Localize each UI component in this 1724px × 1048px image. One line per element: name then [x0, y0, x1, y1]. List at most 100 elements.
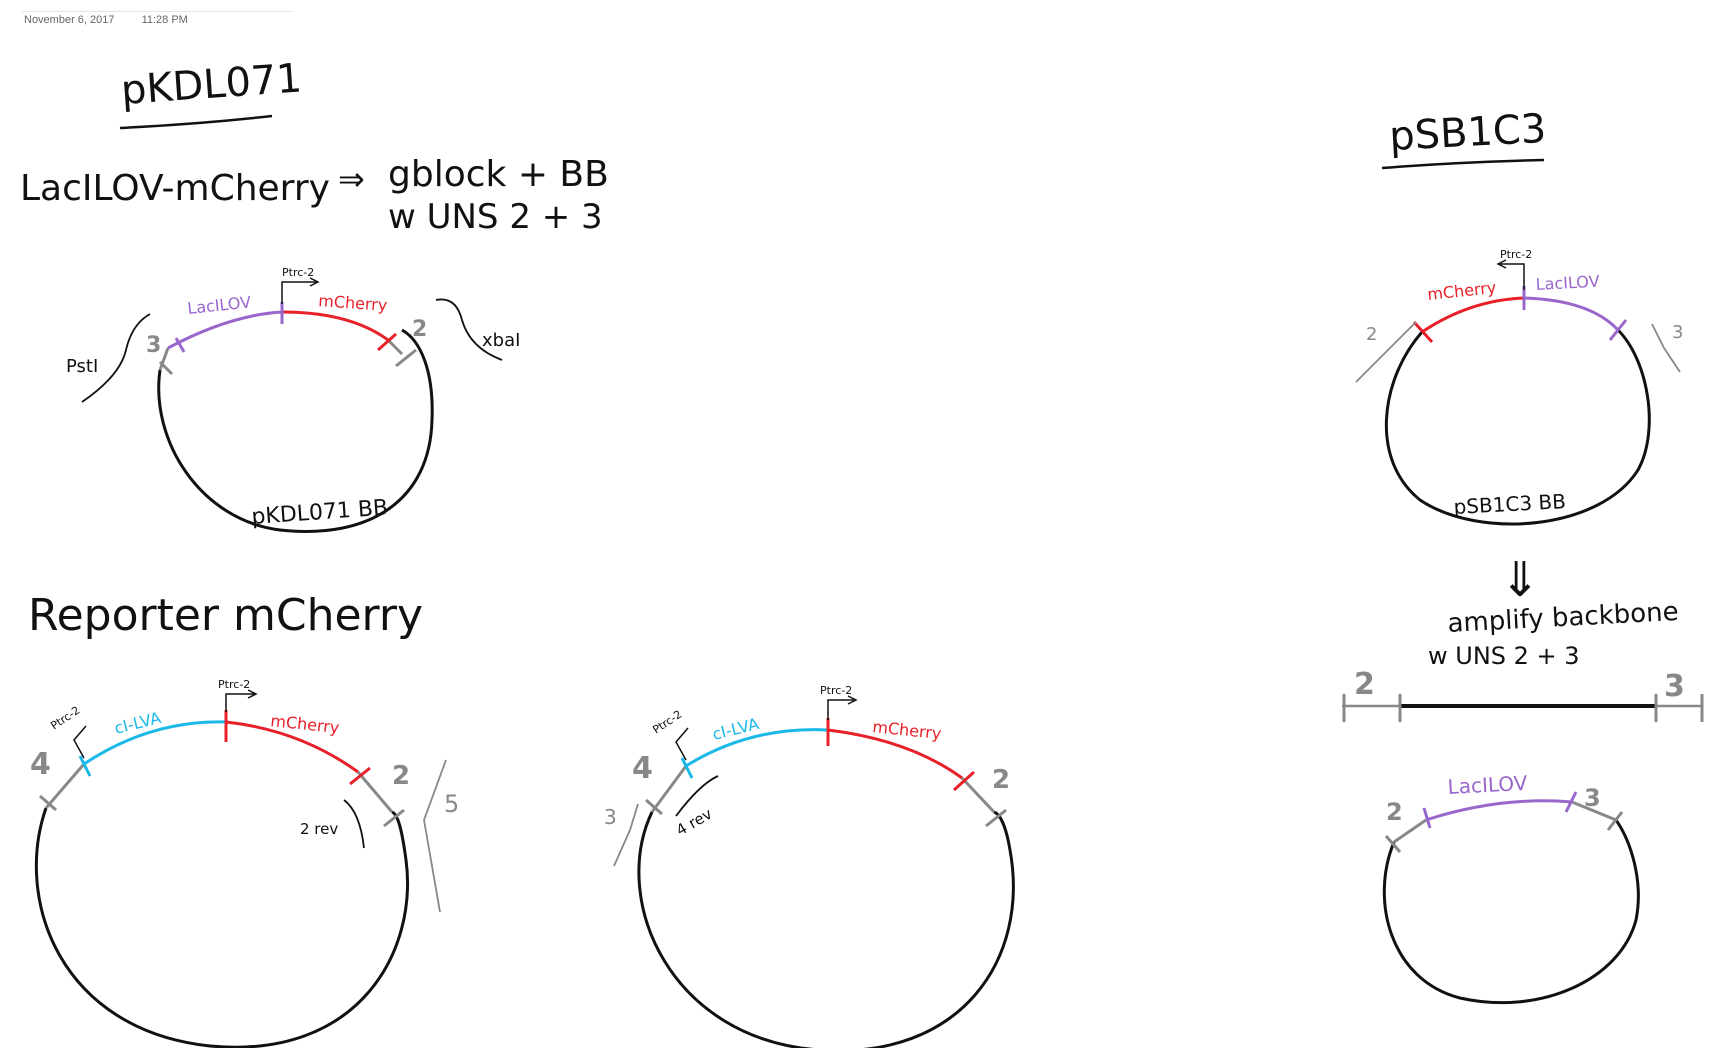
reporter-left-promoter2-arrow [225, 693, 254, 712]
pkdl071-backbone-label: pKDL071 BB [251, 496, 389, 530]
pkdl071-psti-label: PstI [66, 356, 98, 377]
pkdl071-uns-label: w UNS 2 + 3 [388, 197, 603, 237]
psb1c3-small-tick-3 [1564, 791, 1578, 813]
reporter-left-uns2-segment [356, 771, 394, 813]
reporter-left-primer5-mark [423, 759, 447, 913]
psb1c3-laclov-segment [1523, 296, 1620, 332]
reporter-left-tick-1 [39, 794, 57, 812]
reporter-right-uns4-label: 4 [632, 751, 653, 786]
pkdl071-arrow: ⇒ [338, 160, 365, 198]
note-header: November 6, 2017 11:28 PM [24, 14, 212, 26]
pkdl071-title-underline [119, 114, 273, 130]
psb1c3-small-uns3-segment [1571, 800, 1617, 822]
psb1c3-uns2-label: 2 [1366, 324, 1377, 345]
pkdl071-promoter-arrowhead [309, 277, 320, 287]
pkdl071-uns3-label: 3 [146, 333, 161, 358]
psb1c3-uns3-label: 3 [1672, 322, 1683, 343]
reporter-right-backbone-arc [637, 810, 1015, 1048]
psb1c3-small-tick-2 [1422, 807, 1432, 829]
psb1c3-title: pSB1C3 [1388, 106, 1547, 160]
pkdl071-title: pKDL071 [119, 55, 303, 114]
reporter-left-tick-5 [383, 808, 405, 828]
reporter-right-promoter2-label: Ptrc-2 [820, 684, 852, 697]
reporter-left-promoter1-label: Ptrc-2 [48, 704, 82, 733]
reporter-left-plasmid: Ptrc-2 Ptrc-2 cI-LVA mCherry 4 2 5 2 rev [30, 678, 459, 1048]
pkdl071-xbai-label: xbaI [482, 330, 520, 351]
pkdl071-mcherry-segment [281, 310, 389, 342]
reporter-right-plasmid: Ptrc-2 Ptrc-2 cI-LVA mCherry 4 2 3 4 rev [604, 684, 1015, 1048]
psb1c3-small-tick-1 [1384, 835, 1402, 853]
reporter-right-uns2-segment [960, 776, 996, 814]
reporter-section: Reporter mCherry Ptrc-2 Ptrc-2 cI-LVA mC… [28, 590, 1015, 1048]
psb1c3-uns3-mark [1651, 323, 1681, 373]
psb1c3-section: pSB1C3 Ptrc-2 mCherry LacILOV 2 3 pSB1C3… [1342, 106, 1704, 1005]
pkdl071-tick-laclov [174, 337, 186, 353]
psb1c3-small-laclov-segment [1425, 799, 1573, 822]
psb1c3-linear-uns3-label: 3 [1664, 669, 1685, 704]
reporter-left-uns5-label: 5 [444, 790, 459, 818]
reporter-left-mcherry-segment [225, 720, 359, 774]
reporter-right-tick-1 [645, 798, 663, 816]
reporter-left-promoter2-arrowhead [247, 689, 258, 699]
reporter-right-promoter2-arrow [827, 699, 854, 720]
pkdl071-section: pKDL071 LacILOV-mCherry ⇒ gblock + BB w … [20, 55, 609, 533]
reporter-right-uns4-segment [650, 765, 688, 813]
psb1c3-tick-right [1608, 319, 1628, 341]
reporter-right-tick-2 [680, 757, 694, 779]
psb1c3-promoter-arrowhead [1496, 259, 1507, 269]
pkdl071-uns2-label: 2 [412, 317, 427, 342]
psb1c3-amplify-uns-label: w UNS 2 + 3 [1428, 642, 1580, 670]
reporter-left-promoter1-arrow [73, 725, 87, 759]
psb1c3-laclov-label: LacILOV [1535, 272, 1600, 294]
pkdl071-mcherry-label: mCherry [318, 291, 388, 315]
reporter-right-cl-segment [685, 728, 829, 768]
pkdl071-tick-right [395, 348, 417, 368]
pkdl071-uns3-segment [158, 347, 170, 371]
pkdl071-backbone-arc [157, 328, 434, 533]
reporter-right-4rev-mark [675, 775, 719, 817]
reporter-left-tick-2 [78, 755, 92, 777]
reporter-right-4rev-label: 4 rev [673, 805, 715, 840]
reporter-left-promoter2-label: Ptrc-2 [218, 678, 250, 691]
reporter-right-cl-label: cI-LVA [710, 714, 761, 744]
reporter-right-uns3-label: 3 [604, 805, 617, 829]
reporter-left-uns2-label: 2 [392, 761, 410, 791]
psb1c3-small-tick-4 [1606, 811, 1624, 831]
pkdl071-laclov-segment [167, 310, 283, 350]
reporter-left-uns4-segment [44, 763, 86, 809]
pkdl071-laclov-label: LacILOV [186, 292, 252, 318]
note-time: 11:28 PM [141, 14, 188, 26]
psb1c3-uns2-mark [1355, 321, 1417, 383]
psb1c3-promoter-label: Ptrc-2 [1500, 248, 1532, 261]
psb1c3-small-uns2-segment [1393, 818, 1427, 844]
reporter-left-2rev-mark [343, 799, 365, 849]
reporter-right-promoter1-label: Ptrc-2 [650, 708, 684, 737]
psb1c3-tick-left [1412, 320, 1434, 344]
reporter-title: Reporter mCherry [28, 590, 423, 641]
reporter-right-promoter2-arrowhead [847, 695, 858, 705]
pkdl071-gblock-label: gblock + BB [388, 154, 609, 195]
psb1c3-title-underline [1381, 158, 1545, 170]
reporter-left-backbone-arc [34, 807, 409, 1048]
reporter-left-cl-label: cI-LVA [112, 708, 163, 738]
pkdl071-tick-mcherry [377, 332, 397, 352]
psb1c3-linear-uns2-label: 2 [1354, 667, 1375, 702]
reporter-right-promoter1-arrow [675, 727, 689, 761]
pkdl071-tick-left [158, 360, 174, 376]
psb1c3-small-uns3-label: 3 [1584, 784, 1601, 812]
reporter-right-primer3-mark [613, 803, 639, 867]
reporter-right-tick-4 [952, 770, 976, 792]
reporter-right-uns2-label: 2 [992, 765, 1010, 795]
header-divider [22, 11, 292, 12]
psb1c3-backbone-label: pSB1C3 BB [1453, 489, 1566, 519]
pkdl071-construct-label: LacILOV-mCherry [20, 168, 330, 209]
pkdl071-psti-mark [81, 313, 151, 403]
pkdl071-uns2-segment [386, 338, 404, 356]
psb1c3-promoter-arrow [1500, 263, 1525, 290]
psb1c3-mcherry-segment [1421, 296, 1525, 334]
reporter-left-2rev-label: 2 rev [300, 820, 338, 838]
reporter-right-mcherry-segment [827, 728, 963, 780]
reporter-left-tick-4 [349, 766, 371, 786]
psb1c3-small-uns2-label: 2 [1386, 798, 1403, 826]
